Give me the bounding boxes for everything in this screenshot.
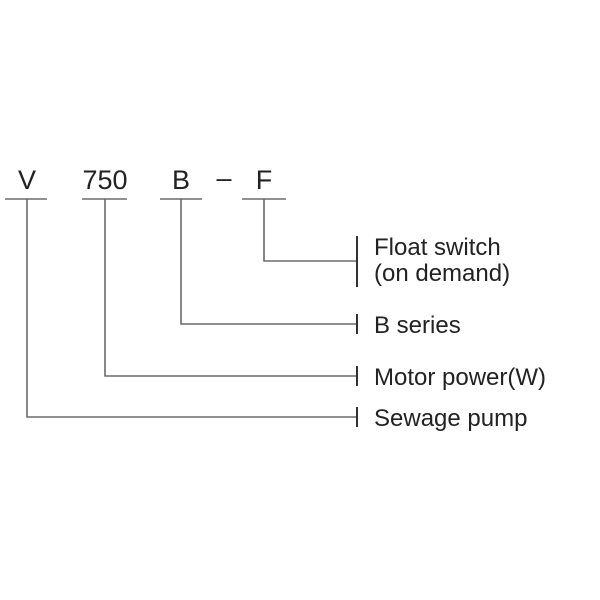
leader-motor-power — [104, 199, 357, 377]
code-part-series: B — [172, 165, 190, 195]
label-motor-power: Motor power(W) — [374, 364, 546, 391]
code-separator: – — [216, 163, 231, 193]
leader-float-switch — [263, 199, 357, 262]
label-series: B series — [374, 312, 461, 339]
code-part-float: F — [256, 165, 273, 195]
label-float-switch-line1: Float switch — [374, 234, 501, 261]
label-float-switch-line2: (on demand) — [374, 260, 510, 287]
leader-sewage-pump — [26, 199, 357, 418]
code-part-power: 750 — [82, 165, 127, 195]
label-sewage-pump: Sewage pump — [374, 405, 527, 432]
code-part-v: V — [18, 165, 36, 195]
leader-series — [180, 199, 357, 325]
